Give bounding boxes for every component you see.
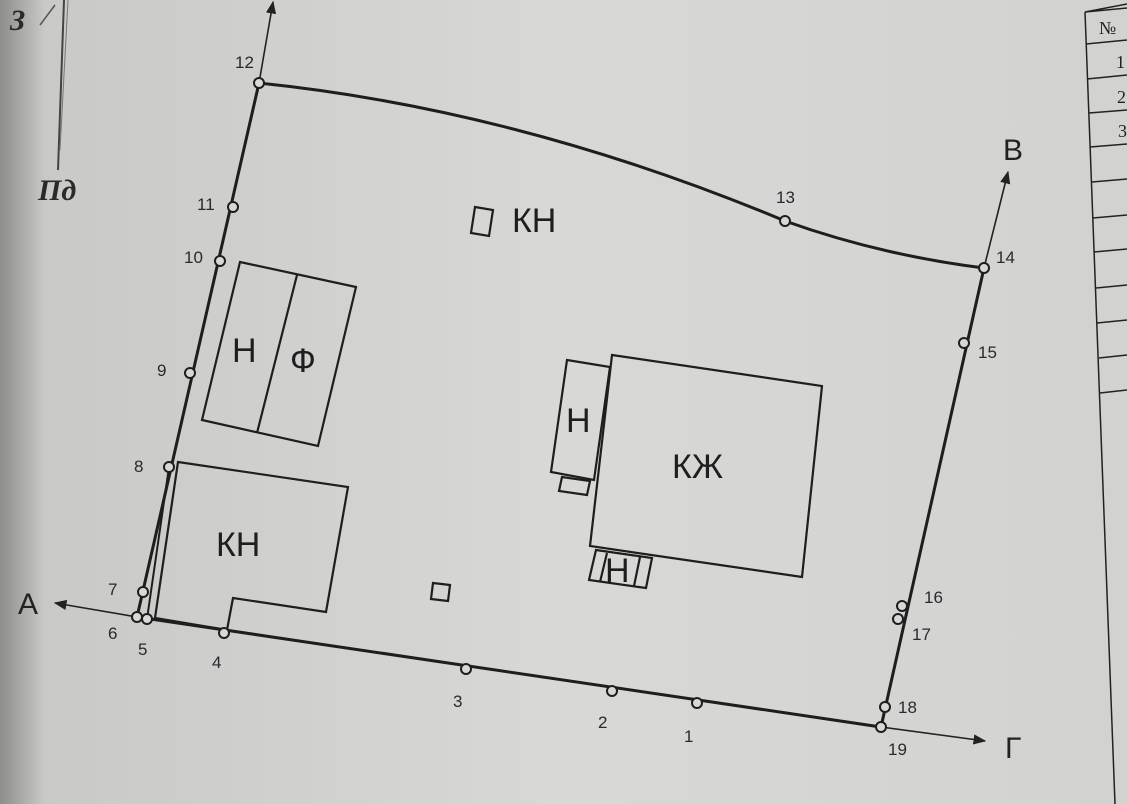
point-label: 4	[212, 653, 221, 672]
point-label: 7	[108, 580, 117, 599]
table-header: №	[1099, 18, 1116, 38]
point-label: 12	[235, 53, 254, 72]
direction-a-label: А	[18, 588, 38, 621]
building-kn-bottom	[153, 460, 350, 632]
point-label: 16	[924, 588, 943, 607]
small-structure	[429, 581, 452, 603]
point-label: 5	[138, 640, 147, 659]
direction-arrows	[53, 0, 1011, 745]
direction-g-label: Г	[1005, 732, 1021, 765]
buildings	[153, 205, 824, 632]
compass-west-label: З	[9, 4, 25, 37]
compass-direction-label: Пд	[37, 174, 76, 207]
direction-b-label: В	[1003, 134, 1023, 167]
point-label: 11	[197, 195, 215, 214]
building-kzh-label: КЖ	[672, 448, 723, 486]
building-kn-bottom-label: КН	[216, 526, 260, 564]
building-f-label: Ф	[290, 342, 316, 380]
arrow-b	[983, 170, 1011, 269]
arrow-a	[53, 599, 138, 618]
point-label: 10	[184, 248, 203, 267]
building-annex-n-bottom-label: Н	[605, 552, 630, 590]
arrow-g	[880, 726, 987, 745]
boundary-points	[131, 77, 990, 733]
point-labels: 1 2 3 4 5 6 7 8 9 10 11 12 13 14 15 16 1…	[108, 53, 1015, 759]
building-kn-top-marker	[469, 205, 495, 238]
point-label: 3	[453, 692, 462, 711]
point-label: 8	[134, 457, 143, 476]
coordinates-table	[1084, 3, 1127, 804]
building-n-f	[200, 260, 358, 448]
building-kn-top-label: КН	[512, 202, 556, 240]
building-n-label: Н	[232, 332, 257, 370]
compass: З Пд	[9, 0, 76, 207]
point-label: 13	[776, 188, 795, 207]
point-label: 19	[888, 740, 907, 759]
building-kzh	[588, 353, 824, 579]
building-annex-n-bottom	[587, 548, 654, 590]
table-row-number: 2	[1117, 87, 1126, 107]
arrow-north	[258, 0, 277, 84]
building-annex-n-left	[549, 358, 612, 482]
plot-boundary	[135, 81, 986, 729]
point-label: 14	[996, 248, 1015, 267]
table-row-number: 3	[1118, 121, 1127, 141]
point-label: 18	[898, 698, 917, 717]
building-annex-n-left-label: Н	[566, 402, 591, 440]
point-label: 2	[598, 713, 607, 732]
point-label: 1	[684, 727, 693, 746]
porch	[557, 475, 592, 497]
point-label: 17	[912, 625, 931, 644]
point-label: 6	[108, 624, 117, 643]
point-label: 9	[157, 361, 166, 380]
table-row-number: 1	[1116, 52, 1125, 72]
point-label: 15	[978, 343, 997, 362]
